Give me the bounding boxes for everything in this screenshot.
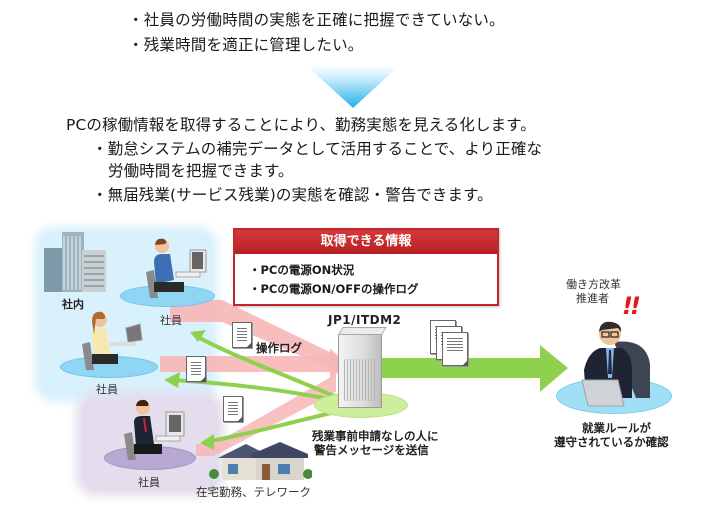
employee-1-figure-icon [146,238,207,298]
document-stack-front [442,332,468,366]
document-icon-1 [232,322,252,348]
warning-label-line2: 警告メッセージを送信 [314,443,429,457]
employee-2-figure-icon [82,311,143,370]
server-icon [338,327,387,408]
document-icon-3 [223,396,243,422]
office-label: 社内 [62,298,84,311]
manager-figure-icon [581,321,650,407]
solution-bullet-1-line1: ・勤怠システムの補完データとして活用することで、より正確な [92,140,543,158]
house-icon [209,442,312,480]
info-box: 取得できる情報 ・PCの電源ON状況 ・PCの電源ON/OFFの操作ログ [233,228,499,306]
info-box-title: 取得できる情報 [235,230,497,254]
problem-2: ・残業時間を適正に管理したい。 [128,36,364,54]
warning-label-line1: 残業事前申請なしの人に [312,429,439,443]
office-building-icon [44,232,106,292]
employee-2-label: 社員 [96,383,118,396]
employee-1-label: 社員 [160,314,182,327]
home-label: 在宅勤務、テレワーク [196,485,311,499]
problem-1: ・社員の労働時間の実態を正確に把握できていない。 [128,11,505,29]
manager-caption-line2: 遵守されているか確認 [554,435,669,449]
manager-title-line2: 推進者 [576,292,609,305]
log-label: 操作ログ [256,341,302,355]
manager-title-line1: 働き方改革 [566,278,621,291]
document-icon-2 [186,356,206,382]
solution-bullet-2: ・無届残業(サービス残業)の実態を確認・警告できます。 [92,186,493,204]
exclamation-icon: !! [622,292,641,320]
solution-headline: PCの稼働情報を取得することにより、勤務実態を見える化します。 [66,116,536,134]
employee-3-figure-icon [124,399,185,460]
server-label: JP1/ITDM2 [328,313,402,327]
pink-flow-arrow-1 [170,300,338,372]
employee-3-label: 社員 [138,476,160,489]
info-box-item-2: ・PCの電源ON/OFFの操作ログ [249,282,419,296]
green-flow-arrow [382,345,568,392]
manager-caption-line1: 就業ルールが [582,421,651,435]
info-box-item-1: ・PCの電源ON状況 [249,263,355,277]
solution-bullet-1-line2: 労働時間を把握できます。 [108,162,294,180]
